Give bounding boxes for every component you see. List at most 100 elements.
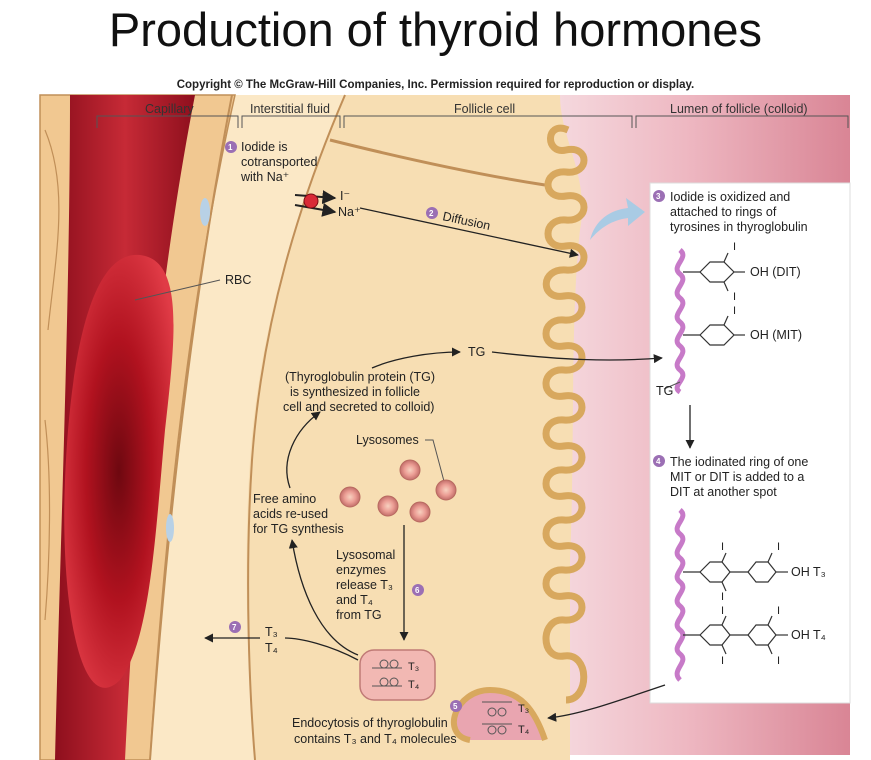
region-brackets	[96, 115, 849, 128]
step4-line3: DIT at another spot	[670, 485, 777, 499]
transfer-arrow	[590, 198, 645, 240]
step2-badge	[426, 207, 438, 219]
endocytosis-arrow	[547, 684, 666, 722]
t3-iodine-2: I	[721, 591, 724, 603]
step3-line2: attached to rings of	[670, 205, 777, 219]
tg-label: TG	[468, 345, 485, 359]
pocket-t3: T₃	[518, 703, 529, 715]
pocket-hormones	[482, 701, 512, 735]
step4-badge	[653, 455, 665, 467]
step6-badge	[412, 584, 424, 596]
step1-line1: Iodide is	[241, 140, 288, 154]
apical-membrane	[542, 124, 588, 704]
cell-junction	[329, 138, 546, 187]
step1-line3: with Na⁺	[240, 170, 289, 184]
sodium-arrow	[294, 202, 337, 217]
step7-badge	[229, 621, 241, 633]
t3-structure	[683, 552, 788, 592]
cotransporter	[303, 193, 319, 209]
t4-structure-label: OH T₄	[791, 628, 826, 642]
step2-number: 2	[429, 209, 434, 218]
recycle-arrow-up	[286, 411, 321, 489]
iodide-ion: I⁻	[340, 189, 350, 203]
step6-line5: from TG	[336, 608, 382, 622]
lysosomes-label: Lysosomes	[356, 433, 419, 447]
phagolysosome-hormones	[372, 659, 402, 687]
copyright-notice: Copyright © The McGraw-Hill Companies, I…	[176, 79, 695, 91]
lysosomes	[339, 459, 457, 523]
rbc-label: RBC	[225, 273, 251, 287]
sodium-ion: Na⁺	[338, 205, 361, 219]
step6-line4: and T₄	[336, 593, 373, 607]
tg-leader	[663, 381, 681, 390]
thyroglobulin-chain-2	[674, 508, 686, 682]
tg-chain-label: TG	[656, 384, 673, 398]
page-title: Production of thyroid hormones	[108, 3, 763, 56]
tg-text-line2: is synthesized in follicle	[290, 385, 420, 399]
interstitial-fluid	[120, 95, 345, 760]
step6-line3: release T₃	[336, 578, 393, 592]
mit-iodine: I	[733, 305, 736, 317]
recycle-arrow-down	[288, 539, 359, 656]
pocket-t4: T₄	[518, 724, 530, 736]
step6-number: 6	[415, 586, 420, 595]
release-line	[284, 637, 359, 661]
dit-ring	[683, 252, 745, 292]
step1-number: 1	[228, 143, 233, 152]
t3-iodine-3: I	[777, 541, 780, 553]
t3-structure-label: OH T₃	[791, 565, 826, 579]
diffusion-arrow	[359, 207, 579, 258]
header-capillary: Capillary	[145, 102, 194, 116]
t4-iodine-1: I	[721, 605, 724, 617]
step5-line1: Endocytosis of thyroglobulin	[292, 716, 448, 730]
step6-line2: enzymes	[336, 563, 386, 577]
step6-line1: Lysosomal	[336, 548, 395, 562]
step3-badge	[653, 190, 665, 202]
dit-label: OH (DIT)	[750, 265, 801, 279]
step1-line2: cotransported	[241, 155, 317, 169]
membrane-line	[149, 94, 233, 760]
step7-t3: T₃	[265, 625, 278, 639]
step5-number: 5	[453, 702, 458, 711]
t3-iodine-1: I	[721, 541, 724, 553]
step3-line3: tyrosines in thyroglobulin	[670, 220, 808, 234]
tg-text-line3: cell and secreted to colloid)	[283, 400, 434, 414]
membrane-line	[247, 94, 346, 760]
rbc-leader	[134, 279, 221, 301]
nucleus	[166, 514, 174, 542]
step5-line2: contains T₃ and T₄ molecules	[294, 732, 457, 746]
tg-secretion-arrow	[491, 351, 663, 364]
nucleus	[200, 198, 210, 226]
tg-synthesis-arrow	[371, 347, 461, 369]
step4-number: 4	[656, 457, 661, 466]
phagolysosome	[359, 649, 436, 701]
phagolysosome-t4: T₄	[408, 679, 420, 691]
step4-line2: MIT or DIT is added to a	[670, 470, 804, 484]
step7-t4: T₄	[265, 641, 278, 655]
t4-structure	[683, 615, 788, 655]
mit-ring	[683, 315, 745, 346]
step4-line1: The iodinated ring of one	[670, 455, 808, 469]
thyroglobulin-chain	[674, 248, 686, 395]
step3-number: 3	[656, 192, 661, 201]
free-amino-line2: acids re-used	[253, 507, 328, 521]
free-amino-line3: for TG synthesis	[253, 522, 344, 536]
header-interstitial: Interstitial fluid	[250, 102, 330, 116]
endothelial-lines	[44, 129, 60, 621]
dit-iodine-bottom: I	[733, 291, 736, 303]
header-follicle-cell: Follicle cell	[454, 102, 515, 116]
red-blood-cell	[64, 254, 174, 688]
step5-badge	[450, 700, 462, 712]
header-lumen: Lumen of follicle (colloid)	[670, 102, 808, 116]
phagolysosome-t3: T₃	[408, 661, 419, 673]
t4-iodine-3: I	[777, 605, 780, 617]
free-amino-line1: Free amino	[253, 492, 316, 506]
lysosome-leader	[425, 439, 446, 486]
step7-number: 7	[232, 623, 237, 632]
dit-iodine-top: I	[733, 241, 736, 253]
t4-iodine-2: I	[721, 655, 724, 667]
t4-iodine-4: I	[777, 655, 780, 667]
mit-label: OH (MIT)	[750, 328, 802, 342]
step1-badge	[225, 141, 237, 153]
